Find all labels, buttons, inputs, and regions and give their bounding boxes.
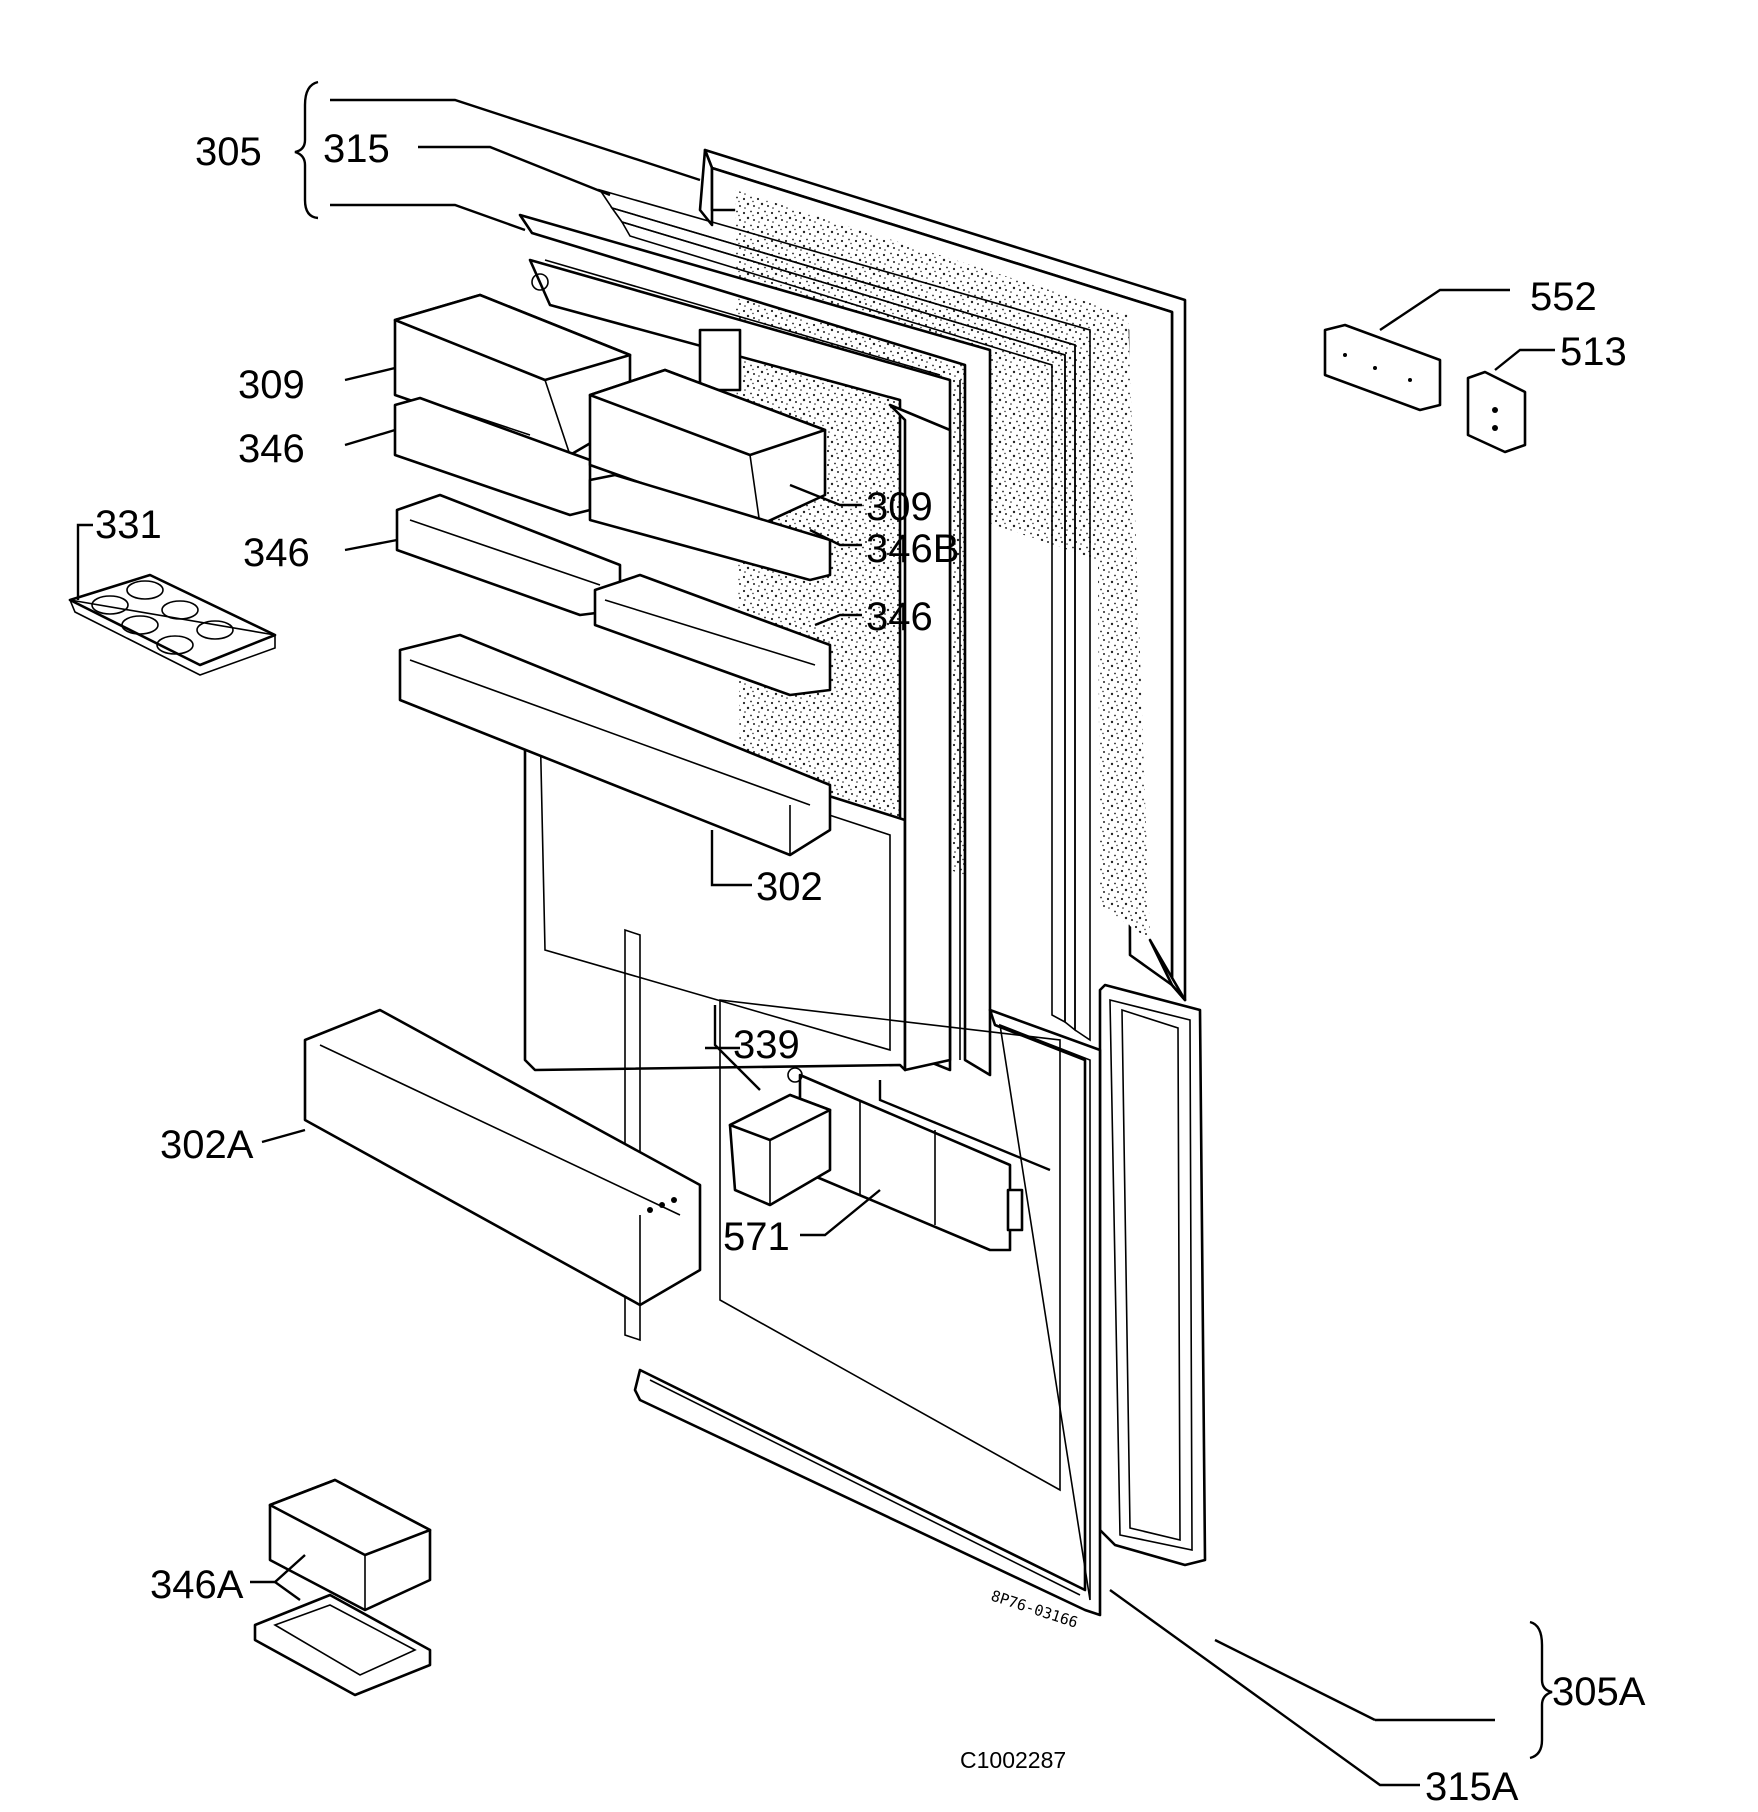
label-315: 315 [323,127,390,171]
lower-door-outer-panel [1098,983,1207,1567]
label-305A: 305A [1552,1670,1646,1714]
diagram-caption: C1002287 [960,1747,1066,1773]
label-513: 513 [1560,330,1627,374]
label-305: 305 [195,130,262,174]
part-309-box-right [588,368,827,527]
label-346A: 346A [150,1563,244,1607]
label-346B: 346B [866,527,959,571]
label-552: 552 [1530,275,1597,319]
label-346-left: 346 [243,531,310,575]
part-339-clip [728,1067,832,1207]
upper-door-gasket [598,188,1091,1042]
lower-door-gasket [633,1008,1102,1617]
label-339: 339 [733,1023,800,1067]
label-315A: 315A [1425,1765,1519,1809]
part-346A-box [253,1478,432,1697]
part-552-bracket [1323,323,1442,412]
part-331-egg-tray [68,573,277,676]
part-346B-base-right [588,473,832,582]
label-302: 302 [756,865,823,909]
part-302A-bottle-shelf [303,1008,702,1307]
part-346-shelf-right [593,573,832,697]
label-346-right: 346 [866,595,933,639]
label-302A: 302A [160,1123,254,1167]
label-309-right: 309 [866,485,933,529]
label-331: 331 [95,503,162,547]
part-513-hinge [1466,370,1527,454]
part-346-shelf-left [395,493,622,617]
label-571: 571 [723,1215,790,1259]
callout-labels: 305 315 552 513 309 346 331 346 309 346B… [95,127,1646,1809]
label-309-left: 309 [238,363,305,407]
leader-lines [76,80,1555,1787]
label-346-upper: 346 [238,427,305,471]
part-302-long-shelf [398,633,832,857]
part-571-shelf [798,1073,1024,1252]
